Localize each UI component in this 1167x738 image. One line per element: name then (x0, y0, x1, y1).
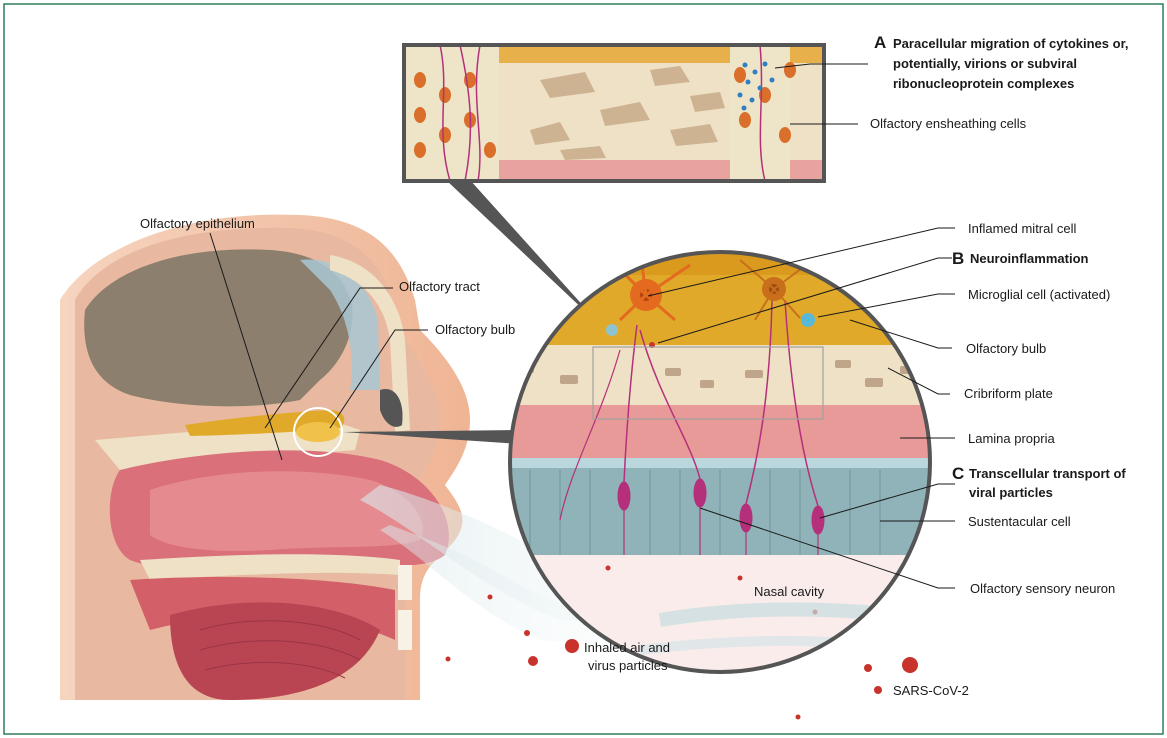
label-inhaled-air-line2: virus particles (588, 658, 668, 673)
label-olfactory-tract: Olfactory tract (399, 279, 480, 294)
label-b-text: Neuroinflammation (970, 251, 1089, 266)
label-inhaled-air-line1: Inhaled air and (584, 640, 670, 655)
label-microglial-cell: Microglial cell (activated) (968, 287, 1110, 302)
label-c-letter: C (952, 464, 964, 483)
label-olfactory-epithelium: Olfactory epithelium (140, 216, 255, 231)
label-inflamed-mitral-cell: Inflamed mitral cell (968, 221, 1076, 236)
label-c-line1: Transcellular transport of (969, 466, 1126, 481)
label-b-letter: B (952, 249, 964, 268)
label-a-line1: Paracellular migration of cytokines or, (893, 36, 1129, 51)
label-sars-cov-2: SARS-CoV-2 (893, 683, 969, 698)
zoom-circle (343, 180, 940, 685)
label-lamina-propria: Lamina propria (968, 431, 1055, 446)
label-sustentacular-cell: Sustentacular cell (968, 514, 1071, 529)
label-a-line2: potentially, virions or subviral (893, 56, 1077, 71)
top-inset (404, 45, 824, 181)
label-c-line2: viral particles (969, 485, 1053, 500)
label-olfactory-bulb-right: Olfactory bulb (966, 341, 1046, 356)
label-nasal-cavity: Nasal cavity (754, 584, 825, 599)
olfactory-bulb-shape (296, 422, 340, 442)
label-a-line3: ribonucleoprotein complexes (893, 76, 1074, 91)
label-olfactory-sensory-neuron: Olfactory sensory neuron (970, 581, 1115, 596)
label-cribriform-plate: Cribriform plate (964, 386, 1053, 401)
label-olfactory-bulb-left: Olfactory bulb (435, 322, 515, 337)
label-olfactory-ensheathing-cells: Olfactory ensheathing cells (870, 116, 1027, 131)
label-a-letter: A (874, 33, 886, 52)
